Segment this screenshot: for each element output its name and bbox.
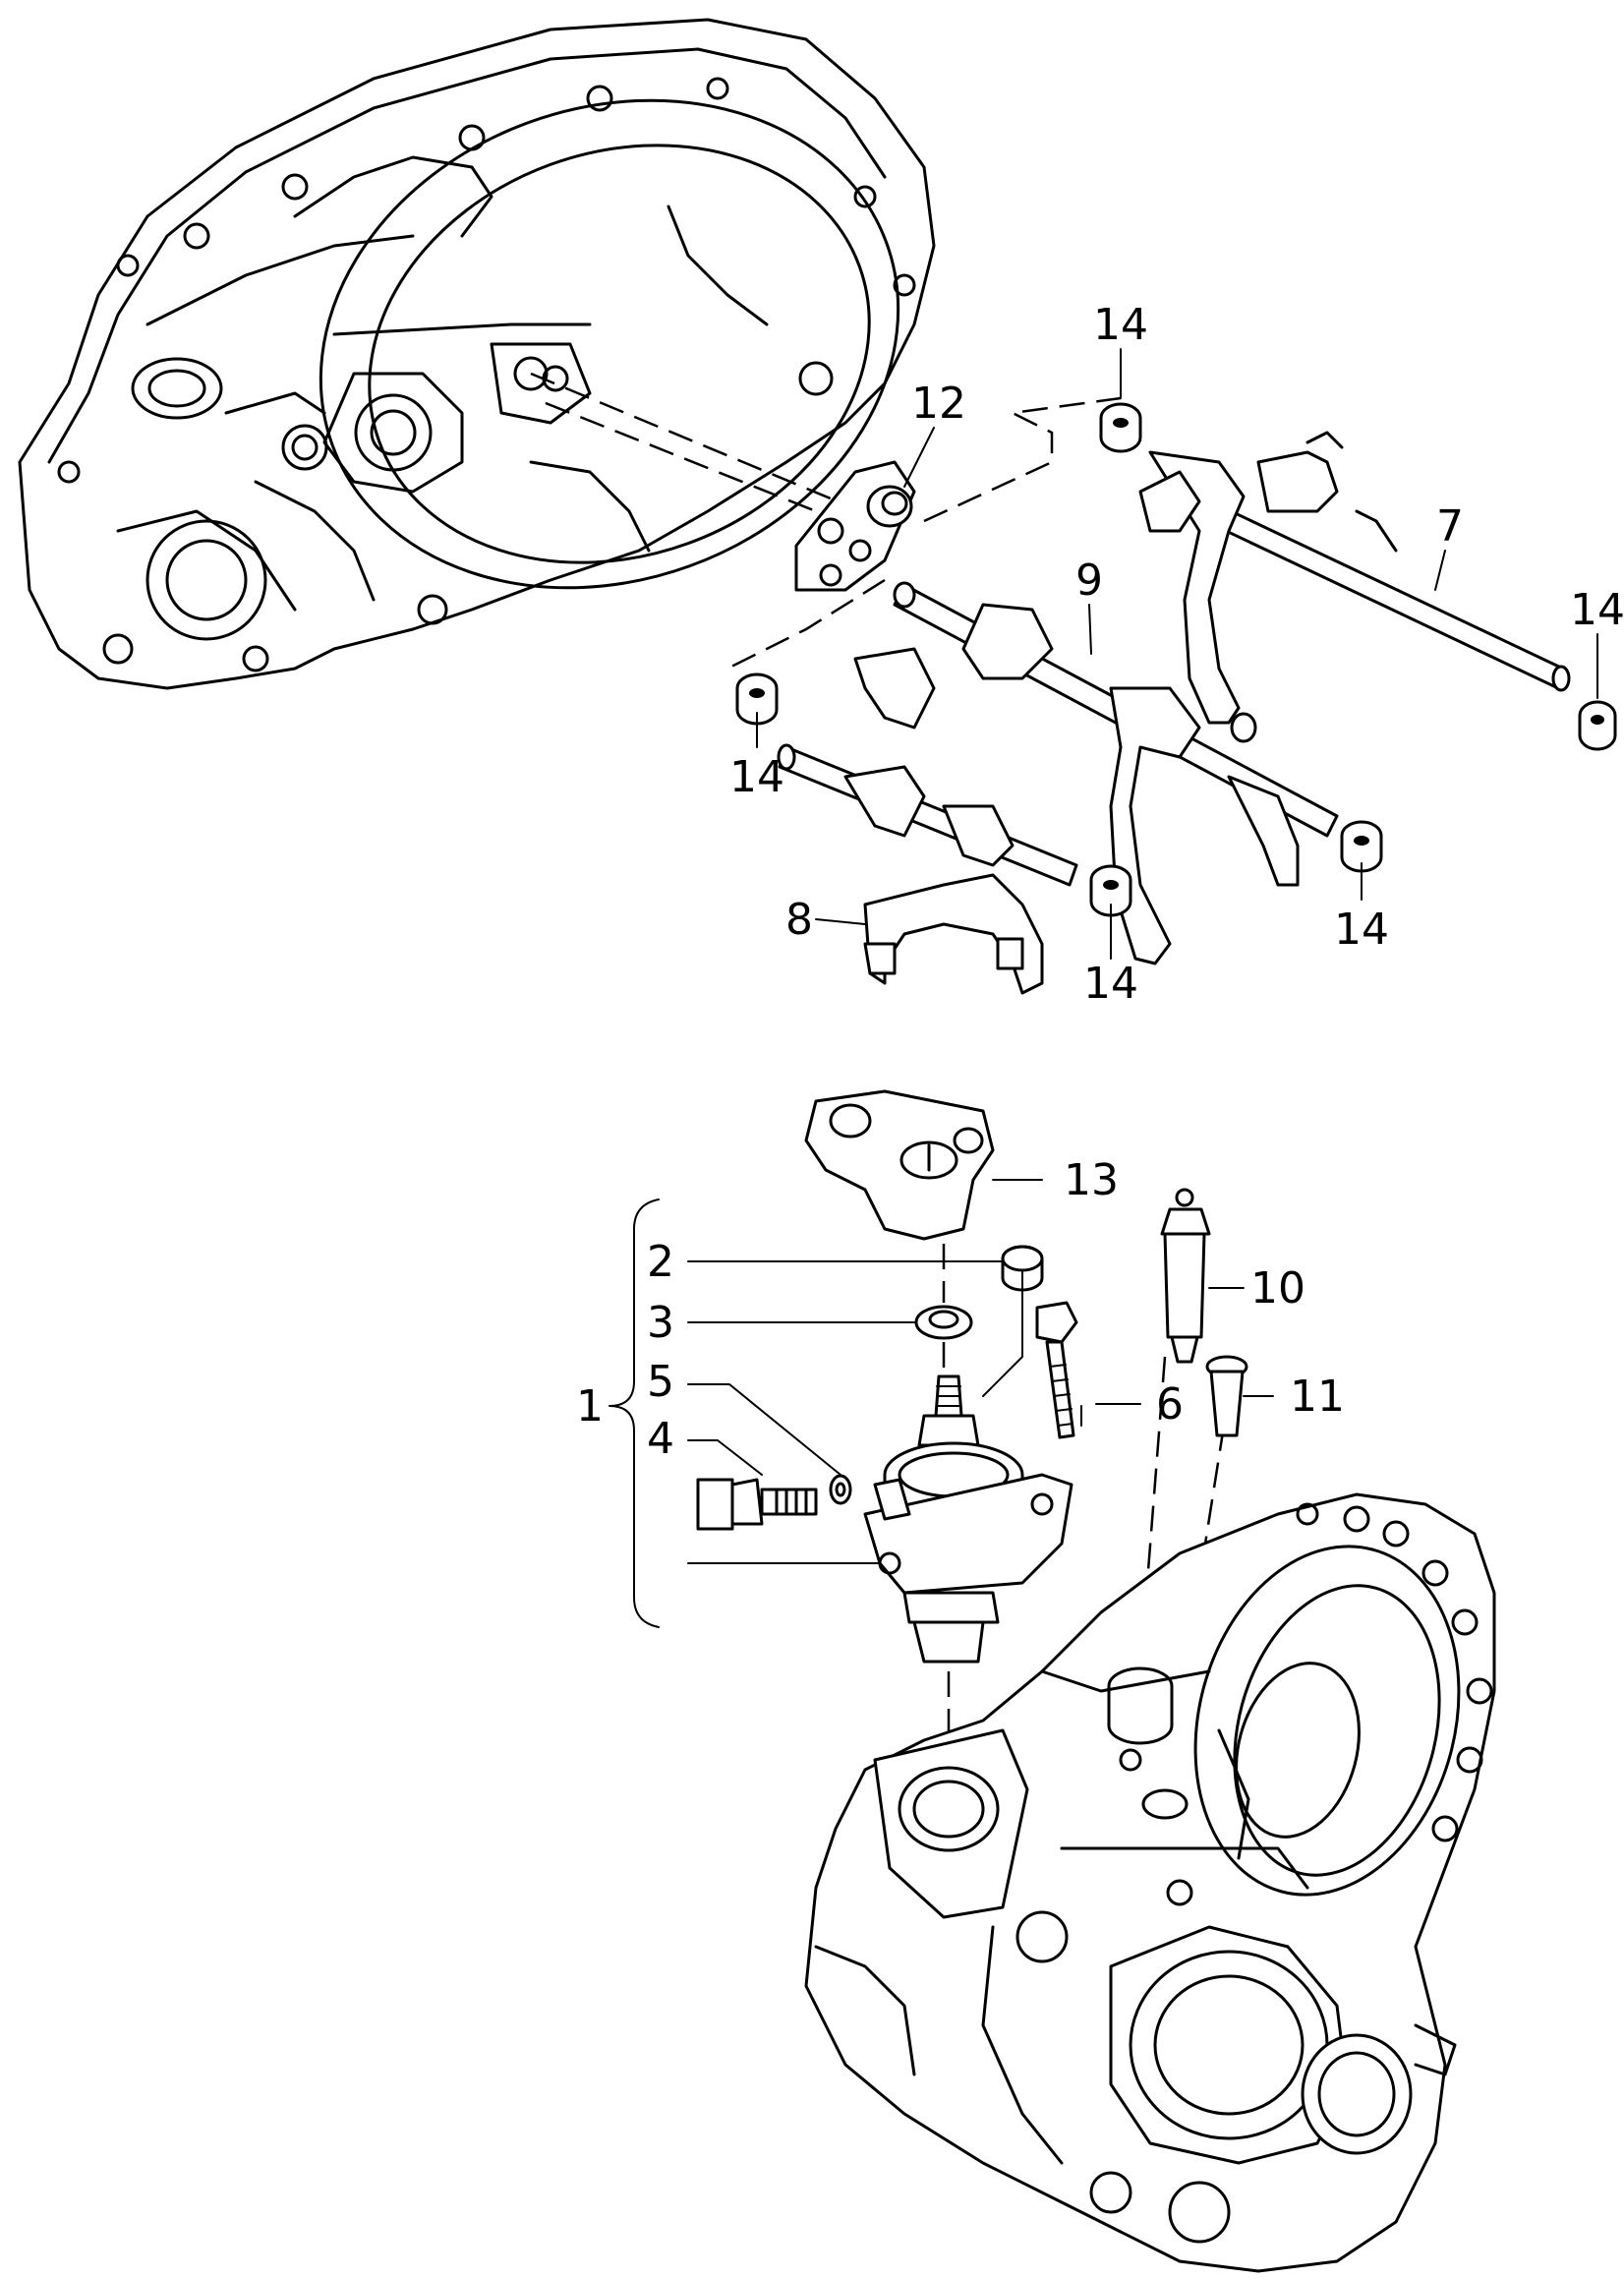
callout-10: 10 — [1250, 1263, 1305, 1314]
callout-6: 6 — [1156, 1379, 1184, 1430]
callout-14-bottom: 14 — [1083, 959, 1138, 1009]
callout-7: 7 — [1436, 501, 1464, 552]
part-1-selector-assembly — [863, 1374, 1073, 1664]
part-3-ring — [914, 1305, 973, 1340]
callout-13: 13 — [1064, 1155, 1119, 1205]
transmission-housing — [804, 1492, 1496, 2273]
part-4-switch — [696, 1478, 818, 1531]
leader-lines — [687, 348, 1598, 1564]
callout-4: 4 — [647, 1414, 674, 1464]
callout-14-right: 14 — [1570, 585, 1624, 635]
callout-14-top: 14 — [1093, 300, 1148, 350]
part-11-plug — [1205, 1355, 1248, 1437]
callout-11: 11 — [1290, 1372, 1345, 1422]
part-10-pin — [1160, 1188, 1211, 1364]
callout-12: 12 — [911, 379, 966, 429]
bush-2 — [1578, 700, 1617, 751]
callout-5: 5 — [647, 1357, 674, 1407]
assembly-bracket — [609, 1198, 660, 1628]
part-14-bushes — [735, 402, 1617, 917]
bush-1 — [1099, 402, 1142, 453]
callout-3: 3 — [647, 1298, 674, 1348]
part-9-shift-rail — [853, 581, 1339, 965]
part-5-seal — [829, 1474, 852, 1505]
part-13-cover — [804, 1089, 995, 1241]
callout-2: 2 — [647, 1237, 674, 1287]
part-8-shift-rail — [777, 743, 1078, 995]
guide-lines — [530, 372, 1122, 671]
part-6-bolt — [1035, 1301, 1078, 1439]
bell-housing — [18, 18, 936, 690]
callout-14-left: 14 — [729, 752, 784, 802]
part-12-guide-bracket — [794, 460, 916, 592]
bush-4 — [1340, 820, 1383, 873]
callout-9: 9 — [1075, 555, 1103, 606]
callout-1: 1 — [576, 1381, 604, 1432]
callout-labels: 14 12 7 9 14 14 8 14 14 13 2 10 3 5 1 6 … — [576, 300, 1624, 1464]
callout-14-mid: 14 — [1334, 905, 1389, 955]
callout-8: 8 — [785, 895, 813, 945]
part-7-shift-rail — [1138, 431, 1571, 725]
